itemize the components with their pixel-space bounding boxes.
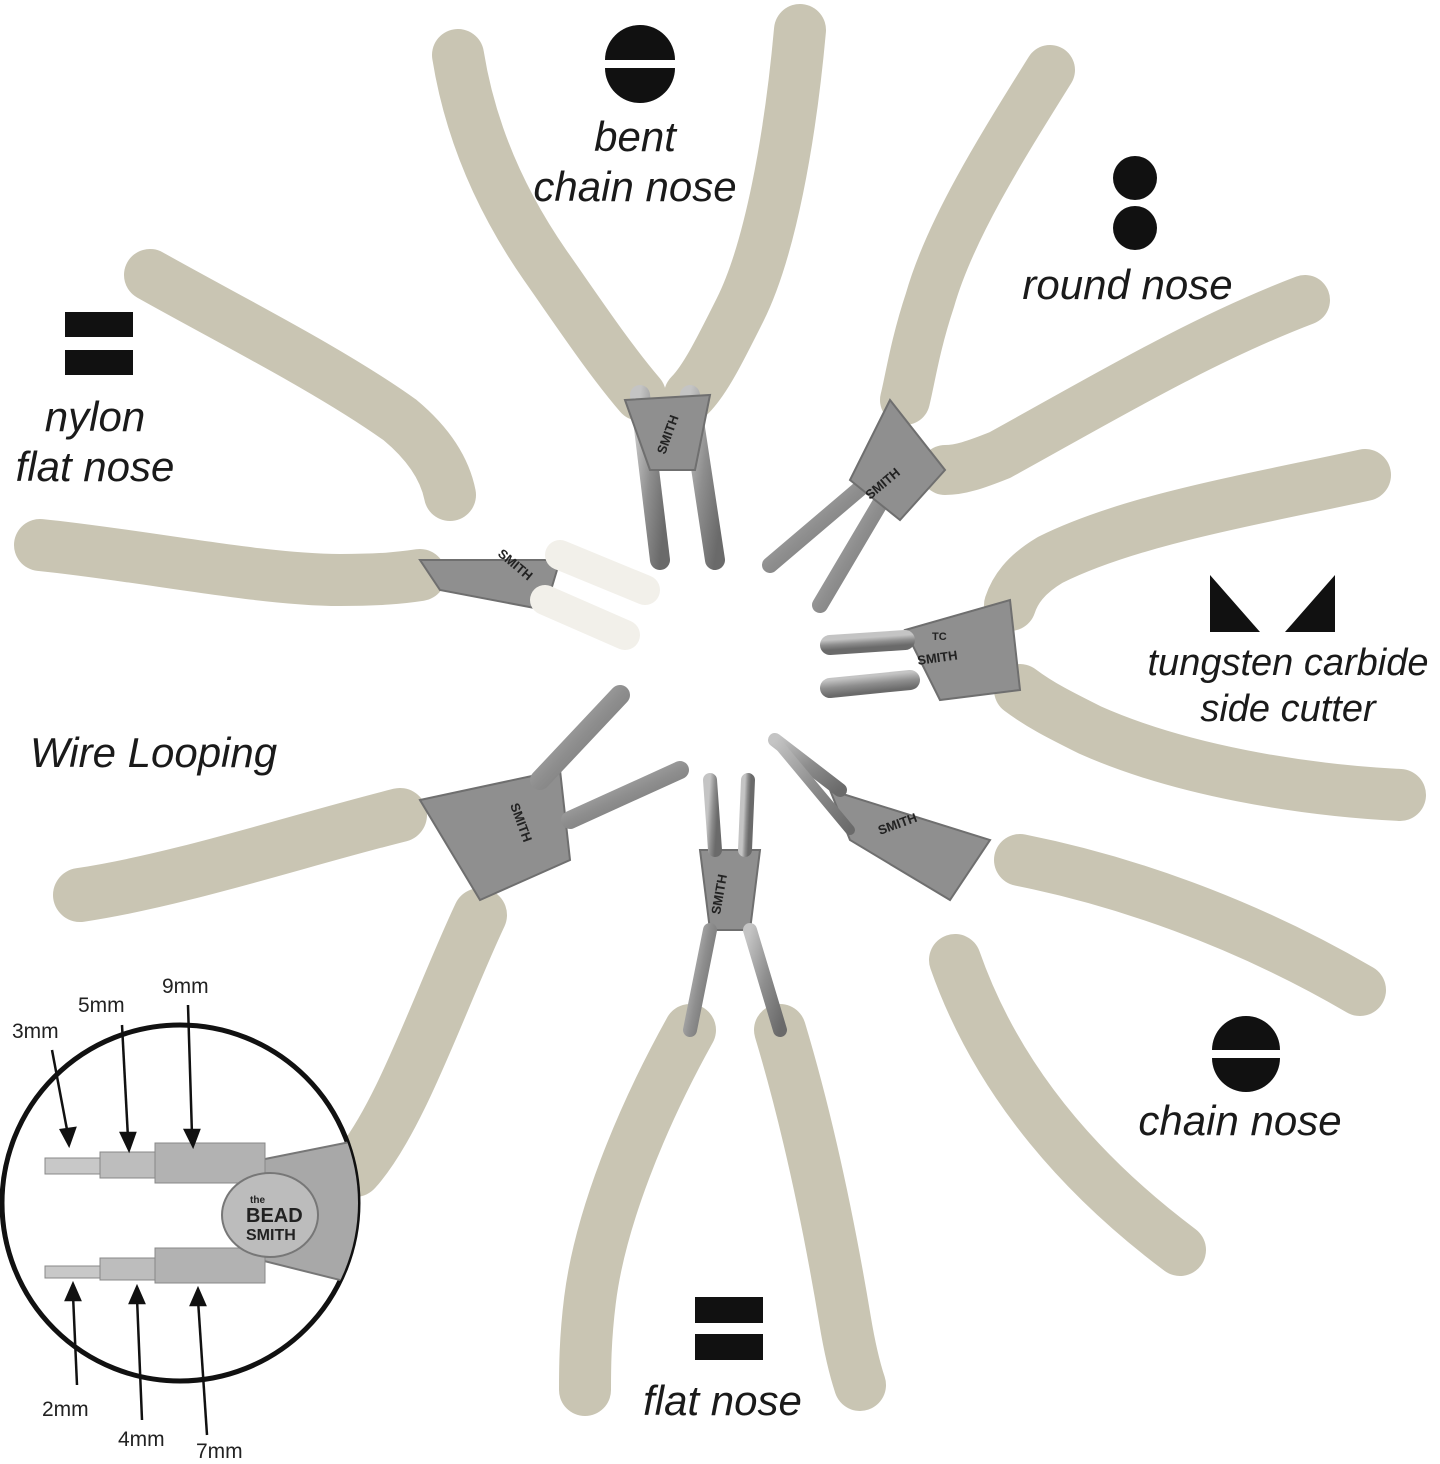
flat-nose-pliers bbox=[559, 773, 886, 1416]
size-label-3mm: 3mm bbox=[12, 1020, 59, 1043]
wire-looping-label: Wire Looping bbox=[30, 728, 340, 778]
label-line: flat nose bbox=[15, 443, 175, 490]
label-line: chain nose bbox=[1138, 1097, 1342, 1144]
inset-brand-bead: BEAD bbox=[246, 1205, 303, 1227]
bent-chain-nose-symbol bbox=[605, 25, 675, 103]
inset-brand-the: the bbox=[250, 1195, 265, 1206]
chain-nose-label: chain nose bbox=[1125, 1096, 1355, 1146]
label-line: round nose bbox=[1022, 261, 1233, 308]
size-label-5mm: 5mm bbox=[78, 994, 125, 1017]
brand-mark: SMITH bbox=[916, 647, 958, 667]
label-line: flat nose bbox=[643, 1377, 802, 1424]
inset-brand-smith: SMITH bbox=[246, 1227, 296, 1244]
side-cutter-symbol bbox=[1210, 575, 1335, 632]
cutter-mark: TC bbox=[932, 631, 947, 643]
brand-mark: SMITH bbox=[708, 873, 730, 915]
nylon-flat-nose-symbol bbox=[65, 312, 133, 375]
size-label-2mm: 2mm bbox=[42, 1398, 89, 1421]
nylon-flat-nose-pliers bbox=[14, 249, 660, 650]
label-line: tungsten carbide bbox=[1147, 642, 1429, 684]
size-label-9mm: 9mm bbox=[162, 975, 209, 998]
bent-chain-nose-pliers bbox=[432, 4, 826, 570]
side-cutter-pliers bbox=[820, 449, 1426, 821]
size-label-7mm: 7mm bbox=[196, 1440, 243, 1463]
size-label-4mm: 4mm bbox=[118, 1428, 165, 1451]
round-nose-symbol bbox=[1113, 156, 1157, 250]
chain-nose-pliers bbox=[768, 733, 1386, 1276]
label-line: side cutter bbox=[1200, 688, 1376, 730]
flat-nose-label: flat nose bbox=[630, 1376, 815, 1426]
wire-looping-pliers bbox=[53, 685, 689, 1197]
flat-nose-symbol bbox=[695, 1297, 763, 1360]
nylon-flat-nose-label: nylon flat nose bbox=[0, 392, 190, 492]
chain-nose-symbol bbox=[1212, 1016, 1280, 1092]
wire-looping-detail-inset: the BEAD SMITH bbox=[0, 1004, 361, 1436]
label-line: chain nose bbox=[533, 163, 737, 210]
round-nose-label: round nose bbox=[1010, 260, 1245, 310]
label-line: nylon bbox=[44, 393, 146, 440]
label-line: bent bbox=[594, 113, 676, 160]
round-nose-pliers bbox=[762, 45, 1330, 613]
side-cutter-label: tungsten carbide side cutter bbox=[1138, 640, 1438, 732]
bent-chain-nose-label: bent chain nose bbox=[520, 112, 750, 212]
label-line: Wire Looping bbox=[30, 729, 278, 776]
